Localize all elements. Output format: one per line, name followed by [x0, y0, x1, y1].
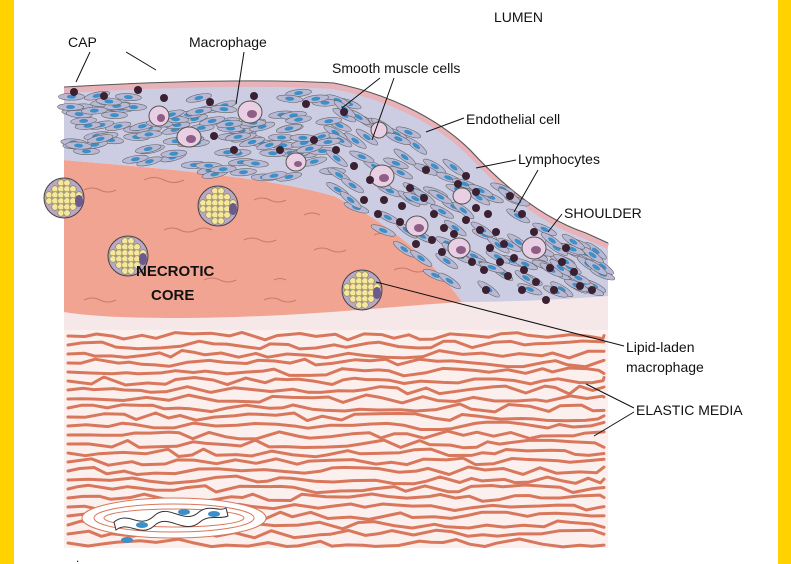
lipid-laden-macrophage — [198, 186, 238, 226]
lymphocyte — [340, 108, 348, 116]
lymphocyte — [550, 286, 558, 294]
label-macrophage: Macrophage — [189, 34, 267, 50]
lymphocyte — [462, 216, 470, 224]
lymphocyte — [450, 230, 458, 238]
lymphocyte — [532, 278, 540, 286]
lymphocyte — [412, 240, 420, 248]
lymphocyte — [588, 286, 596, 294]
lymphocyte — [546, 264, 554, 272]
lymphocyte — [462, 172, 470, 180]
lymphocyte — [472, 188, 480, 196]
diagram-panel: LUMEN CAP Macrophage Smooth muscle cells… — [14, 0, 778, 564]
lymphocyte — [440, 224, 448, 232]
lymphocyte — [518, 286, 526, 294]
lymphocyte — [396, 218, 404, 226]
lymphocyte — [520, 266, 528, 274]
lymphocyte — [486, 244, 494, 252]
lymphocyte — [468, 258, 476, 266]
label-shoulder: SHOULDER — [564, 205, 642, 221]
lymphocyte — [366, 176, 374, 184]
smooth-muscle-cell — [101, 111, 127, 118]
lymphocyte — [510, 254, 518, 262]
lipid-laden-macrophage — [342, 270, 382, 310]
lymphocyte — [576, 282, 584, 290]
lymphocyte — [496, 258, 504, 266]
lymphocyte — [438, 248, 446, 256]
lymphocyte — [492, 228, 500, 236]
lymphocyte — [100, 92, 108, 100]
label-necrotic: NECROTIC — [136, 263, 215, 280]
lymphocyte — [206, 98, 214, 106]
lymphocyte — [504, 272, 512, 280]
lymphocyte — [310, 136, 318, 144]
lymphocyte — [380, 196, 388, 204]
lymphocyte — [558, 258, 566, 266]
lymphocyte — [484, 210, 492, 218]
lipid-laden-macrophage — [44, 178, 84, 218]
label-core: CORE — [151, 287, 194, 304]
lymphocyte — [276, 146, 284, 154]
label-elastic-media: ELASTIC MEDIA — [636, 402, 743, 418]
lymphocyte — [472, 204, 480, 212]
lymphocyte — [570, 268, 578, 276]
lymphocyte — [350, 162, 358, 170]
lymphocyte — [430, 210, 438, 218]
lymphocyte — [70, 88, 78, 96]
lymphocyte — [160, 94, 168, 102]
lymphocyte — [406, 184, 414, 192]
lymphocyte — [480, 266, 488, 274]
lymphocyte — [374, 210, 382, 218]
lymphocyte — [500, 240, 508, 248]
smooth-muscle-cell — [57, 103, 83, 110]
label-lumen: LUMEN — [494, 9, 543, 25]
lymphocyte — [360, 196, 368, 204]
lymphocyte — [210, 132, 218, 140]
lymphocyte — [454, 180, 462, 188]
lymphocyte — [420, 194, 428, 202]
lymphocyte — [428, 236, 436, 244]
lymphocyte — [134, 86, 142, 94]
label-lipid-laden: Lipid-laden — [626, 339, 695, 355]
panel-letter-mark: . — [76, 551, 79, 564]
lymphocyte — [422, 166, 430, 174]
lymphocyte — [332, 146, 340, 154]
lymphocyte — [530, 228, 538, 236]
lymphocyte — [230, 146, 238, 154]
lymphocyte — [562, 244, 570, 252]
lymphocyte — [542, 296, 550, 304]
lymphocyte — [250, 92, 258, 100]
atherosclerotic-plaque-diagram: LUMEN CAP Macrophage Smooth muscle cells… — [14, 0, 778, 564]
lymphocyte — [476, 226, 484, 234]
label-endothelial-cell: Endothelial cell — [466, 111, 560, 127]
label-lymphocytes: Lymphocytes — [518, 151, 600, 167]
lymphocyte — [302, 100, 310, 108]
label-smooth-muscle-cells: Smooth muscle cells — [332, 60, 460, 76]
lymphocyte — [398, 202, 406, 210]
label-lipid-macrophage: macrophage — [626, 359, 704, 375]
lymphocyte — [518, 210, 526, 218]
lymphocyte — [506, 192, 514, 200]
label-cap: CAP — [68, 34, 97, 50]
lymphocyte — [482, 286, 490, 294]
